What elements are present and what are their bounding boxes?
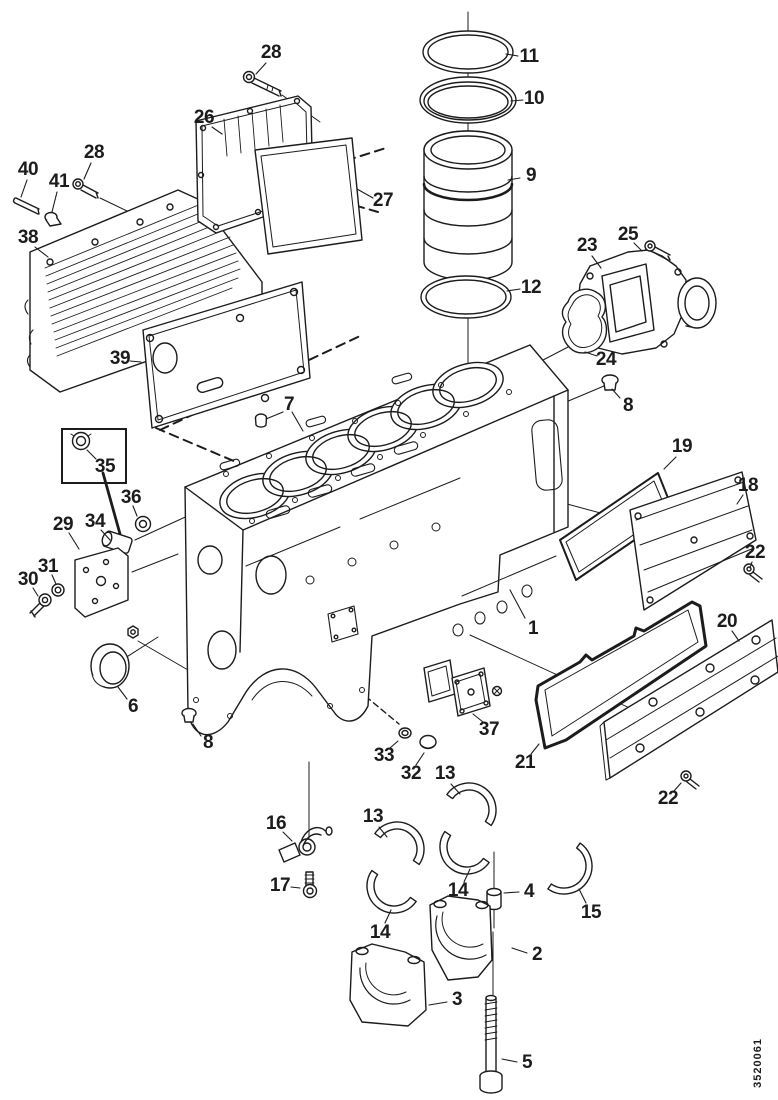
part-bearing-shell-13-right [446, 782, 497, 827]
part-oil-cooler-housing [24, 189, 263, 393]
part-bearing-shell-14-left [366, 869, 417, 914]
part-35-highlight-box [61, 428, 127, 484]
part-dowel-pin-4 [486, 887, 502, 911]
part-bearing-cap-3 [349, 943, 427, 1027]
part-liner-band-10 [419, 76, 517, 124]
part-cup-plug-32 [419, 734, 437, 750]
part-thrust-washer-15 [547, 842, 593, 895]
part-oil-nozzle-16 [278, 826, 333, 863]
part-cylinder-block [184, 344, 569, 736]
drawing-number: 3520061 [752, 1038, 764, 1088]
part-plug-8-front [181, 707, 197, 723]
callout-leader-lines [20, 53, 753, 1063]
part-cover-plate-29 [74, 547, 129, 618]
part-bolt-22-upper [743, 563, 763, 583]
part-cover-37 [451, 667, 491, 717]
part-cylinder-liner-9 [422, 130, 514, 281]
part-front-seal-6 [90, 643, 130, 689]
part-thermostat-gasket-24 [561, 288, 608, 354]
part-bolt-17 [302, 871, 318, 899]
part-stud-40 [12, 197, 40, 215]
part-bearing-shell-14-right [439, 830, 490, 875]
part-oil-cooler-cover-gasket [254, 137, 363, 255]
part-plug-8-right [601, 374, 619, 391]
part-oring-12 [420, 275, 512, 319]
part-dowel-7 [254, 413, 268, 428]
part-bolt-30 [29, 593, 52, 618]
part-nut [127, 625, 139, 639]
part-bearing-cap-2 [429, 895, 493, 981]
part-side-cover-18 [629, 471, 757, 611]
part-washer-36 [134, 515, 152, 533]
part-bolt-22-lower [680, 770, 700, 790]
part-screw-37 [491, 685, 503, 697]
part-oil-cooler-gasket [142, 281, 311, 429]
part-bearing-shell-13-left [374, 821, 425, 866]
part-bolt-25 [644, 240, 671, 261]
part-cup-plug-33 [398, 727, 412, 739]
part-bolt-28-top [242, 70, 282, 97]
part-oil-gallery-gasket-21 [534, 600, 708, 750]
part-bushing-41 [44, 211, 62, 227]
part-washer-31 [51, 583, 65, 597]
part-bolt-28-side [72, 178, 99, 199]
part-oring-11 [422, 30, 514, 74]
part-plug-35 [70, 431, 92, 451]
part-main-bolt-5 [479, 994, 503, 1094]
part-cover-37-gasket [423, 659, 456, 703]
part-oil-gallery-cover-20 [599, 619, 778, 781]
